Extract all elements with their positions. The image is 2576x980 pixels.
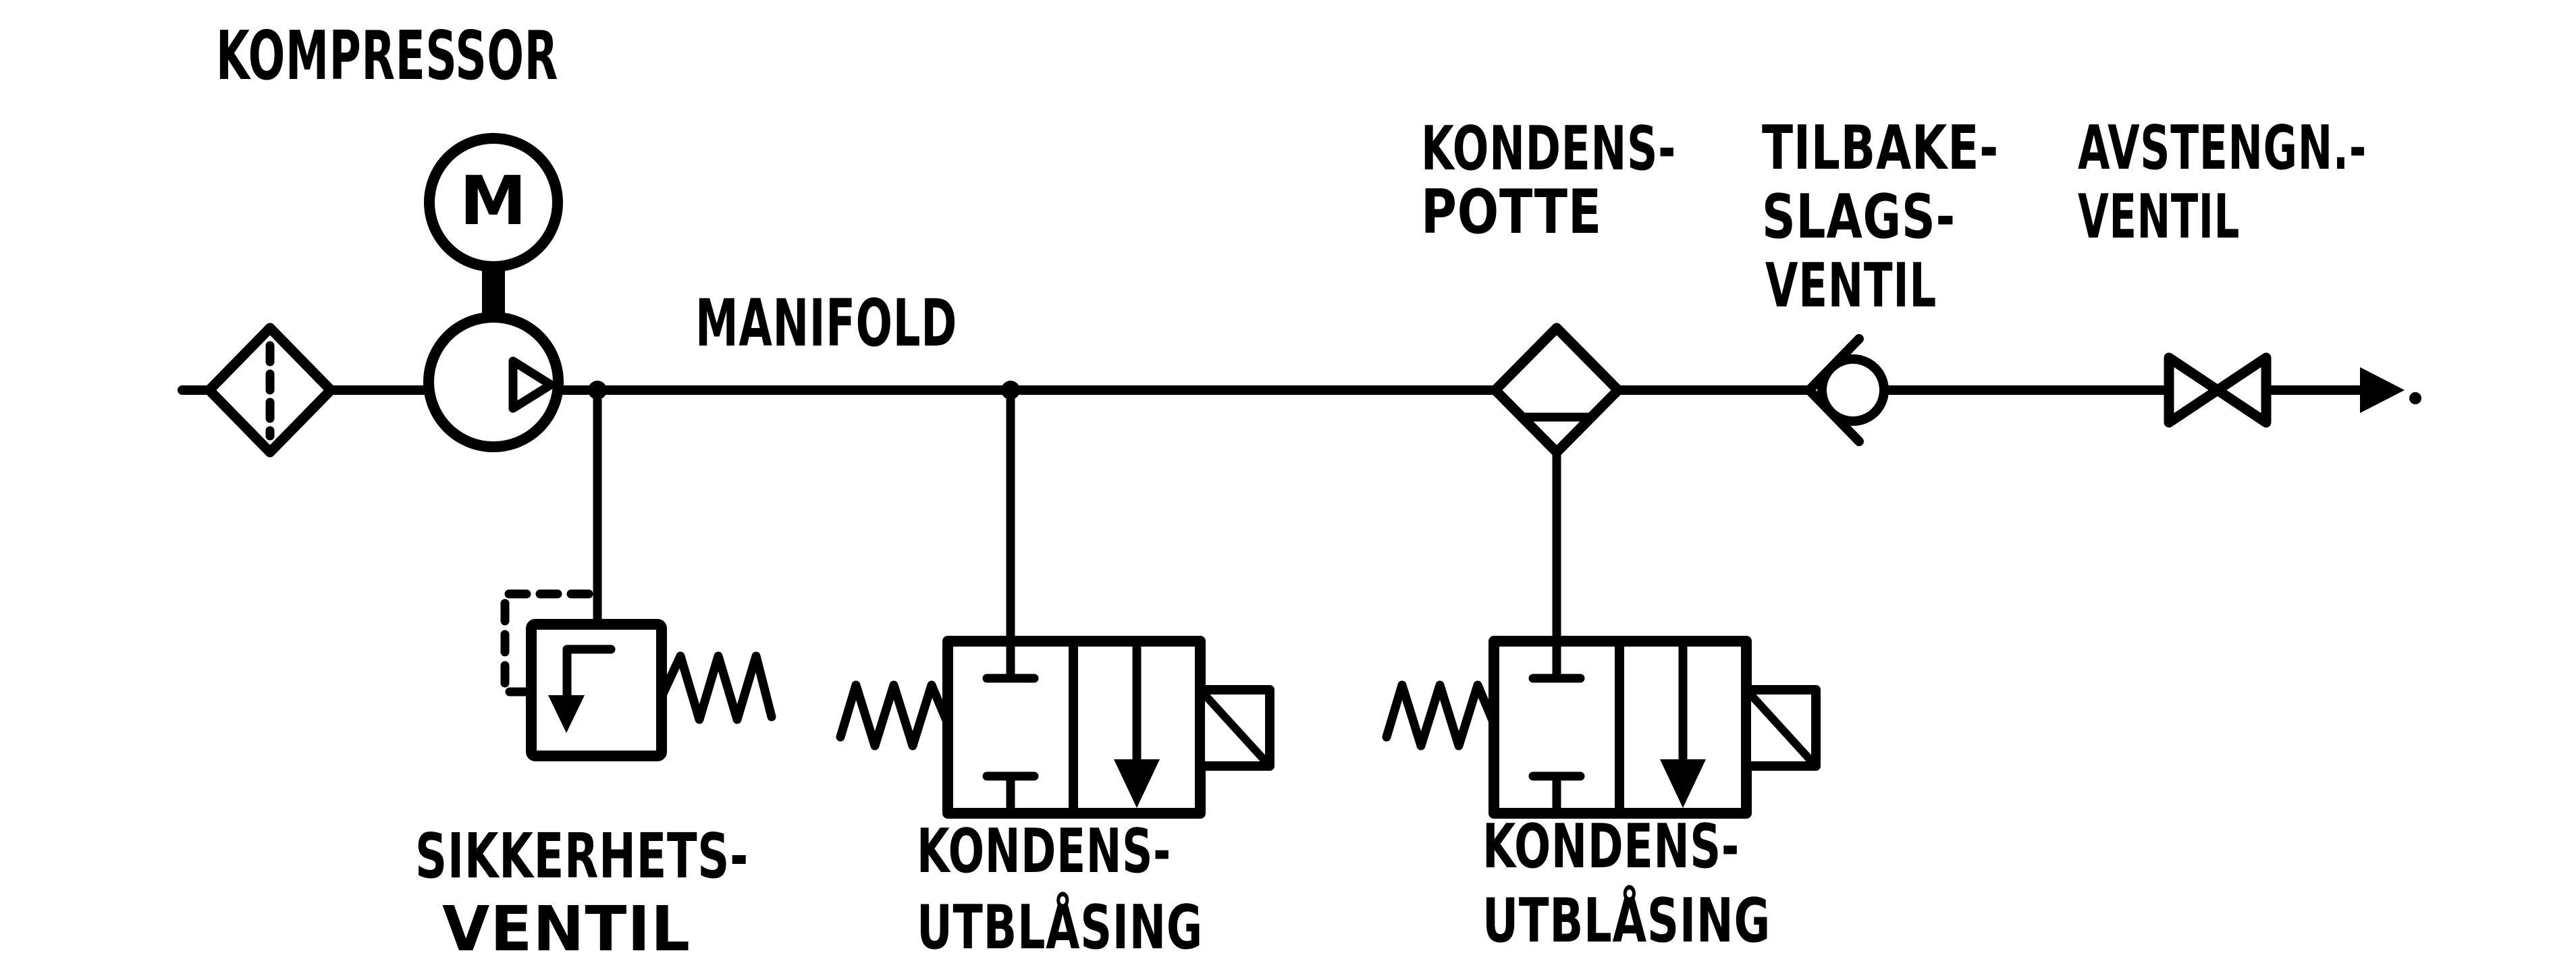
kondenspotte-label-line1: KONDENS- bbox=[1421, 113, 1676, 184]
valve1-flow-arrowhead bbox=[1114, 759, 1160, 808]
kondensutblasing-right-label-line2: UTBLÅSING bbox=[1482, 884, 1771, 956]
tilbakeslagsventil-label-line3: VENTIL bbox=[1765, 250, 1937, 321]
valve1-solenoid-diagonal bbox=[1196, 686, 1274, 770]
kondensutblasing-right-label-line1: KONDENS- bbox=[1482, 811, 1740, 882]
safety-valve-box-icon bbox=[526, 619, 667, 761]
motor-circle-icon bbox=[424, 133, 563, 272]
shutoff-valve-bowtie-icon bbox=[2164, 352, 2272, 428]
condensate-pot-diamond-icon bbox=[1490, 323, 1624, 458]
kompressor-label: KOMPRESSOR bbox=[216, 16, 558, 95]
kondenspotte-label-line2: POTTE bbox=[1421, 177, 1602, 248]
tilbakeslagsventil-label-line1: TILBAKE- bbox=[1762, 113, 1999, 184]
condensate-pot-symbol bbox=[1490, 323, 1624, 458]
sikkerhetsventil-label-line2: VENTIL bbox=[442, 893, 691, 965]
check-valve-seat bbox=[1804, 334, 1864, 446]
tilbakeslagsventil-label-line2: SLAGS- bbox=[1762, 182, 1956, 252]
condensate-blowoff-valve-1 bbox=[836, 385, 1274, 819]
avstengningsventil-label-line2: VENTIL bbox=[2078, 182, 2240, 252]
compressor-circle-icon bbox=[423, 312, 564, 452]
shutoff-valve-symbol bbox=[2164, 352, 2272, 428]
valve2-flow-arrowhead bbox=[1660, 759, 1706, 808]
safety-pilot-dashed-line bbox=[500, 589, 593, 697]
safety-relief-arrowhead bbox=[548, 695, 585, 733]
check-valve-ball-icon bbox=[1817, 354, 1889, 426]
compressor-unit: M bbox=[423, 133, 564, 452]
kondensutblasing-left-label-line2: UTBLÅSING bbox=[917, 891, 1203, 963]
check-valve-symbol bbox=[1804, 334, 1889, 446]
valve2-spring-icon bbox=[1382, 680, 1499, 751]
avstengningsventil-label-line1: AVSTENGN.- bbox=[2078, 113, 2367, 184]
outlet-flow-arrow bbox=[2360, 367, 2421, 413]
valve1-spring-icon bbox=[836, 680, 952, 751]
manifold-label: MANIFOLD bbox=[695, 285, 957, 361]
intake-filter-symbol bbox=[204, 323, 336, 458]
condensate-blowoff-valve-2 bbox=[1382, 447, 1821, 819]
trailing-dot bbox=[2409, 392, 2421, 404]
safety-valve-symbol bbox=[500, 385, 776, 761]
valve2-solenoid-diagonal bbox=[1742, 686, 1820, 770]
kondensutblasing-left-label-line1: KONDENS- bbox=[917, 816, 1171, 887]
flow-arrowhead-icon bbox=[2360, 367, 2405, 413]
compressor-flow-triangle bbox=[508, 356, 556, 413]
safety-spring-icon bbox=[658, 651, 776, 724]
motor-letter: M bbox=[460, 161, 528, 240]
text-labels: KOMPRESSOR MANIFOLD KONDENS- POTTE TILBA… bbox=[216, 16, 2367, 965]
sikkerhetsventil-label-line1: SIKKERHETS- bbox=[415, 820, 749, 892]
safety-relief-path bbox=[562, 645, 616, 701]
